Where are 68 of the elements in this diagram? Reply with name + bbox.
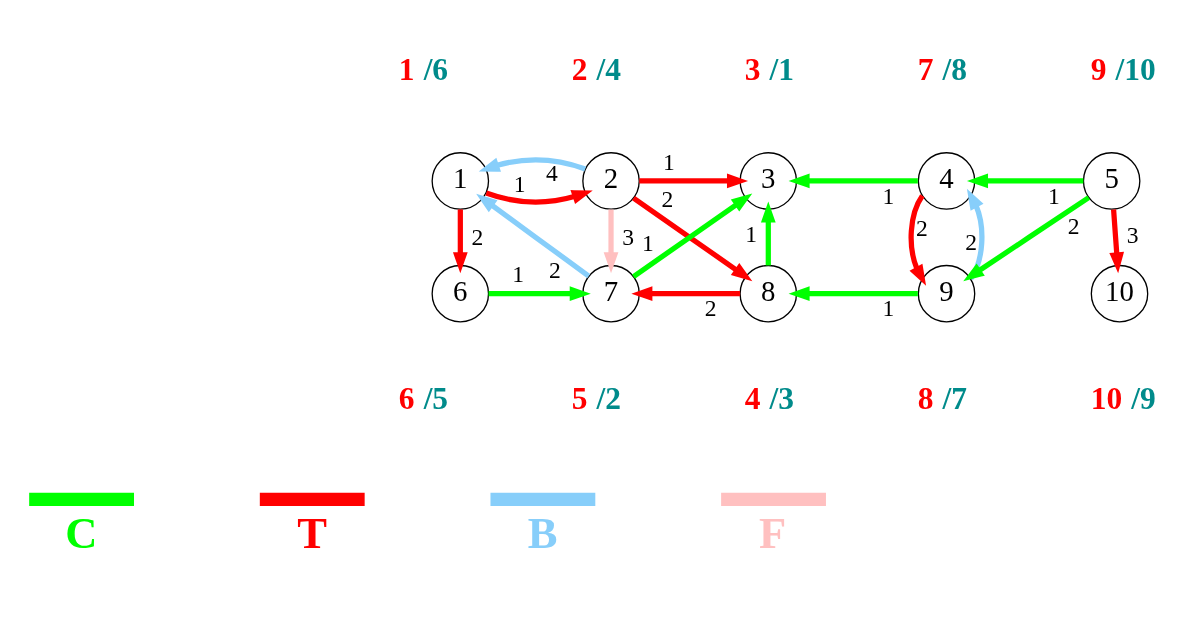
arrow [639,173,748,188]
arrow [476,193,591,278]
arrow [603,208,619,273]
node-circle: 5 [1082,151,1141,210]
arrow [966,188,985,280]
node-label: /1 [769,51,795,87]
edge-label: 2 [704,294,717,321]
arrow [452,208,468,273]
node-label: 4 [744,380,761,416]
node-circle: 8 [739,264,798,322]
node-circle: 4 [917,151,976,210]
node-label: /6 [423,51,449,87]
arrow [908,193,927,286]
arrow [760,201,776,265]
node-label: 1 [398,51,415,87]
node-label: 2 [571,51,588,87]
node-circle: 10 [1090,264,1149,322]
node-circle: 1 [431,151,490,210]
legend-label: F [759,507,787,558]
edge-label: 4 [545,159,558,186]
arrow [631,285,741,301]
arrow [485,189,593,205]
edge-label: 1 [662,148,675,175]
arrow [788,285,918,301]
arrow [1109,208,1124,273]
edge-label: 3 [1126,221,1139,248]
edge-label: 1 [882,294,895,321]
legend-label: B [527,507,558,558]
edge-label: 2 [915,214,928,241]
edge-label: 2 [548,256,561,283]
node-label: 3 [744,51,761,87]
arrow [788,173,918,188]
edge-label: 1 [745,220,758,247]
node-label: 9 [1090,51,1107,87]
node-label: /5 [423,380,449,416]
arrow [963,194,1091,281]
node-label: /9 [1131,380,1156,416]
arrow [966,173,1084,188]
edge-label: 2 [661,185,674,212]
edge-label: 2 [965,228,978,255]
legend-label: T [297,507,327,558]
edge-label: 3 [622,223,634,250]
arrow [488,285,591,301]
node-label: /8 [942,51,968,87]
node-label: 8 [917,380,934,416]
node-label: /7 [942,380,968,416]
edge-label: 1 [513,170,526,197]
node-label: 7 [917,51,934,87]
node-circle: 7 [582,264,640,322]
edge-label: 1 [1047,182,1060,209]
edge-label: 1 [642,229,654,256]
node-circle: 2 [582,151,640,210]
node-label: /2 [596,380,622,416]
node-label: /4 [596,51,622,87]
edge-label: 2 [471,223,484,250]
node-label: /3 [769,380,795,416]
legend-label: C [65,507,98,558]
node-label: 10 [1090,380,1123,416]
arrow [478,156,587,172]
node-label: 6 [398,380,415,416]
node-label: 5 [571,380,588,416]
node-label: /10 [1115,51,1156,87]
edge-label: 1 [512,260,524,287]
node-circle: 9 [917,264,976,322]
node-circle: 6 [431,264,490,322]
edge-label: 1 [882,182,895,209]
node-circle: 3 [739,151,798,210]
edge-label: 2 [1067,212,1080,239]
